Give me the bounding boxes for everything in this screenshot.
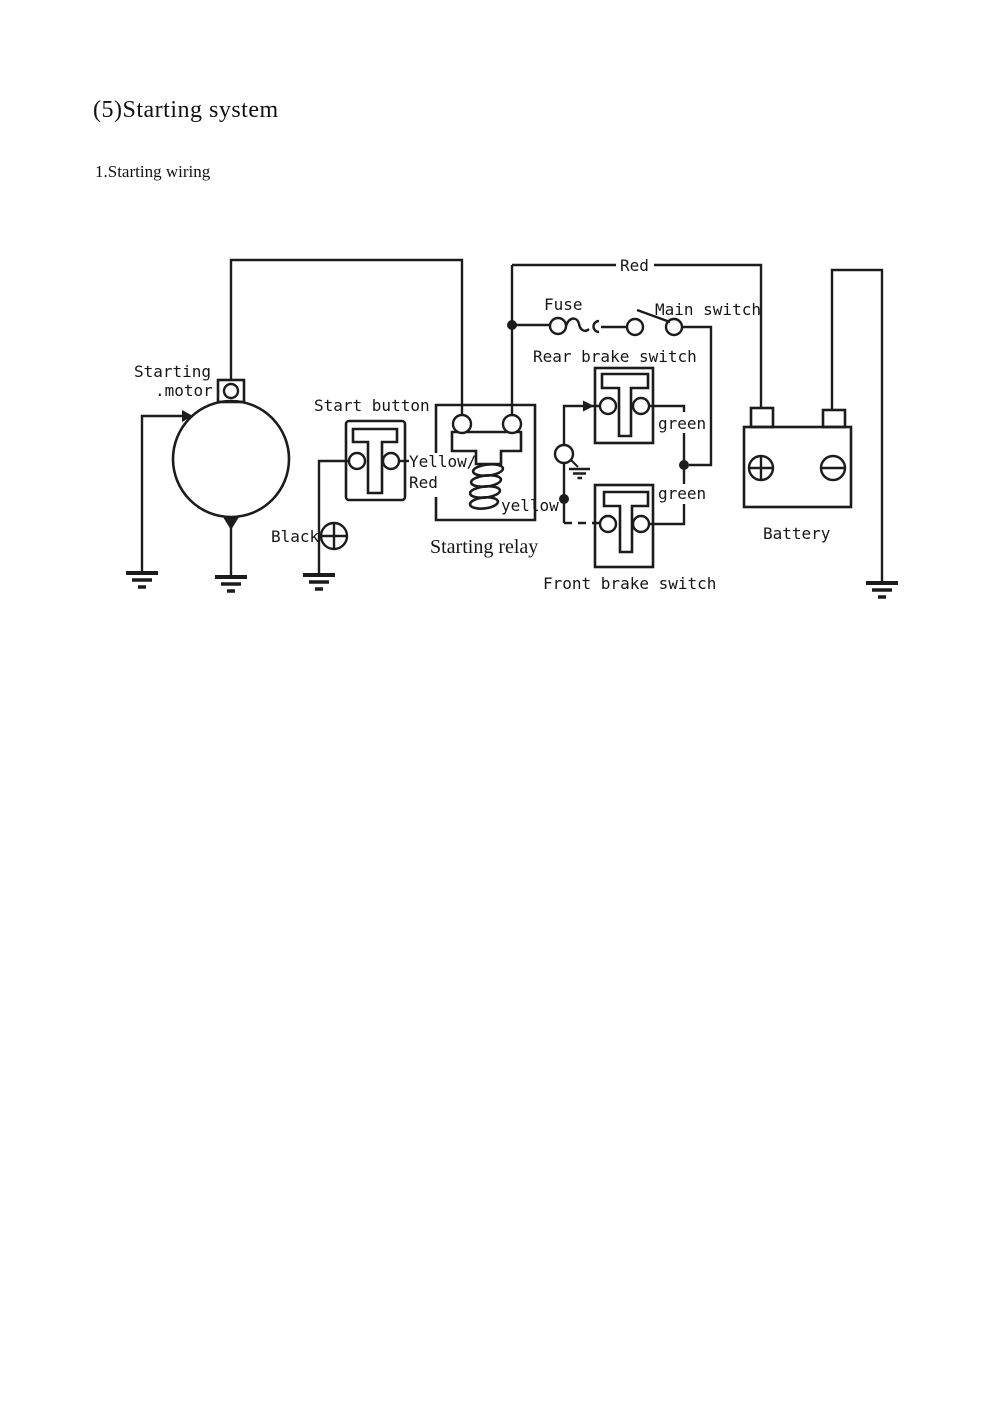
ground-connector: [553, 443, 590, 480]
starting-motor-label-line1: Starting: [134, 362, 211, 381]
main-switch-label: Main switch: [655, 300, 761, 319]
fuse-hook: [592, 319, 600, 334]
main-switch-blade: [636, 308, 671, 324]
starting-relay-label: Starting relay: [430, 536, 538, 558]
front-brake-terminal-left: [598, 514, 618, 534]
fuse-terminal: [548, 316, 568, 336]
green-wire-label-upper: green: [658, 414, 706, 433]
motor-bottom-arrow: [223, 517, 239, 530]
front-brake-switch: Front brake switch: [543, 483, 716, 593]
rear-brake-terminal-right: [631, 396, 651, 416]
start-button-t-contact: [351, 427, 399, 495]
yellow-label: yellow: [501, 496, 559, 515]
wire-motor-to-relay: [229, 258, 464, 415]
battery-body: [742, 425, 853, 509]
rear-brake-t-contact: [600, 372, 650, 438]
relay-t-contact: [450, 430, 523, 466]
relay-terminal-right: [501, 413, 523, 435]
ground-connector-earth: [569, 467, 590, 480]
yellow-red-label-line2: Red: [409, 473, 438, 492]
black-label: Black: [271, 527, 320, 546]
front-brake-terminal-right: [631, 514, 651, 534]
relay-terminal-left: [451, 413, 473, 435]
wire-red-top-right: [654, 263, 763, 408]
motor-body: [171, 399, 291, 519]
junction-fuse-branch: [507, 320, 517, 330]
green-wire-label-lower: green: [658, 484, 706, 503]
rear-brake-switch: Rear brake switch: [533, 347, 697, 445]
front-brake-switch-label: Front brake switch: [543, 574, 716, 593]
black-connector: Black: [271, 521, 349, 551]
motor-left-arrow: [182, 410, 193, 422]
rear-brake-terminal-left: [598, 396, 618, 416]
main-switch-contact-left: [625, 317, 645, 337]
start-button-box: [344, 419, 407, 502]
front-brake-box: [593, 483, 655, 569]
main-switch: Main switch: [625, 300, 761, 337]
ground-symbol-left: [126, 571, 158, 589]
wire-motor-left-to-ground: [140, 414, 184, 573]
battery-plus-sign: [750, 457, 772, 479]
battery-post-right: [821, 408, 847, 429]
junction-green-wire: [679, 460, 689, 470]
wire-green-lower: [649, 504, 686, 526]
ground-connector-symbol: [553, 443, 575, 465]
battery-post-left: [749, 406, 775, 429]
ground-symbol-motor: [215, 575, 247, 593]
starting-motor: Starting .motor: [134, 362, 291, 530]
yellow-red-label-line1: Yellow/: [409, 452, 476, 471]
rear-brake-box: [593, 366, 655, 445]
start-button-terminal-right: [381, 451, 401, 471]
battery-label: Battery: [763, 524, 831, 543]
rear-brake-switch-label: Rear brake switch: [533, 347, 697, 366]
relay-coil: [468, 463, 505, 510]
black-connector-cross: [322, 524, 346, 548]
start-button-terminal-left: [347, 451, 367, 471]
motor-terminal-hole: [222, 382, 240, 400]
start-button-label: Start button: [314, 396, 430, 415]
wire-mainswitch-to-junction: [682, 325, 713, 467]
red-wire-label: Red: [620, 256, 649, 275]
ground-symbol-battery: [866, 581, 898, 599]
rear-brake-wire-arrow: [583, 400, 594, 412]
start-button: Start button: [314, 396, 430, 502]
wire-rearbrake-right-green: [649, 404, 686, 412]
fuse: Fuse: [544, 295, 600, 336]
starting-relay-box: [434, 403, 537, 522]
front-brake-t-contact: [602, 490, 650, 554]
junction-yellow-wire: [559, 494, 569, 504]
main-switch-contact-right: [664, 317, 684, 337]
starting-motor-label-line2: .motor: [155, 381, 213, 400]
wire-button-to-black-ground: [317, 459, 349, 575]
ground-connector-lead: [570, 459, 579, 468]
battery: Battery: [742, 406, 853, 543]
ground-symbol-black: [303, 573, 335, 591]
page-title: (5)Starting system: [93, 97, 279, 123]
wire-battery-minus-to-ground: [830, 268, 884, 583]
fuse-label: Fuse: [544, 295, 583, 314]
fuse-element: [564, 317, 590, 332]
starting-relay: Starting relay Yellow/ Red yellow: [409, 403, 559, 558]
section-subtitle: 1.Starting wiring: [95, 162, 211, 181]
